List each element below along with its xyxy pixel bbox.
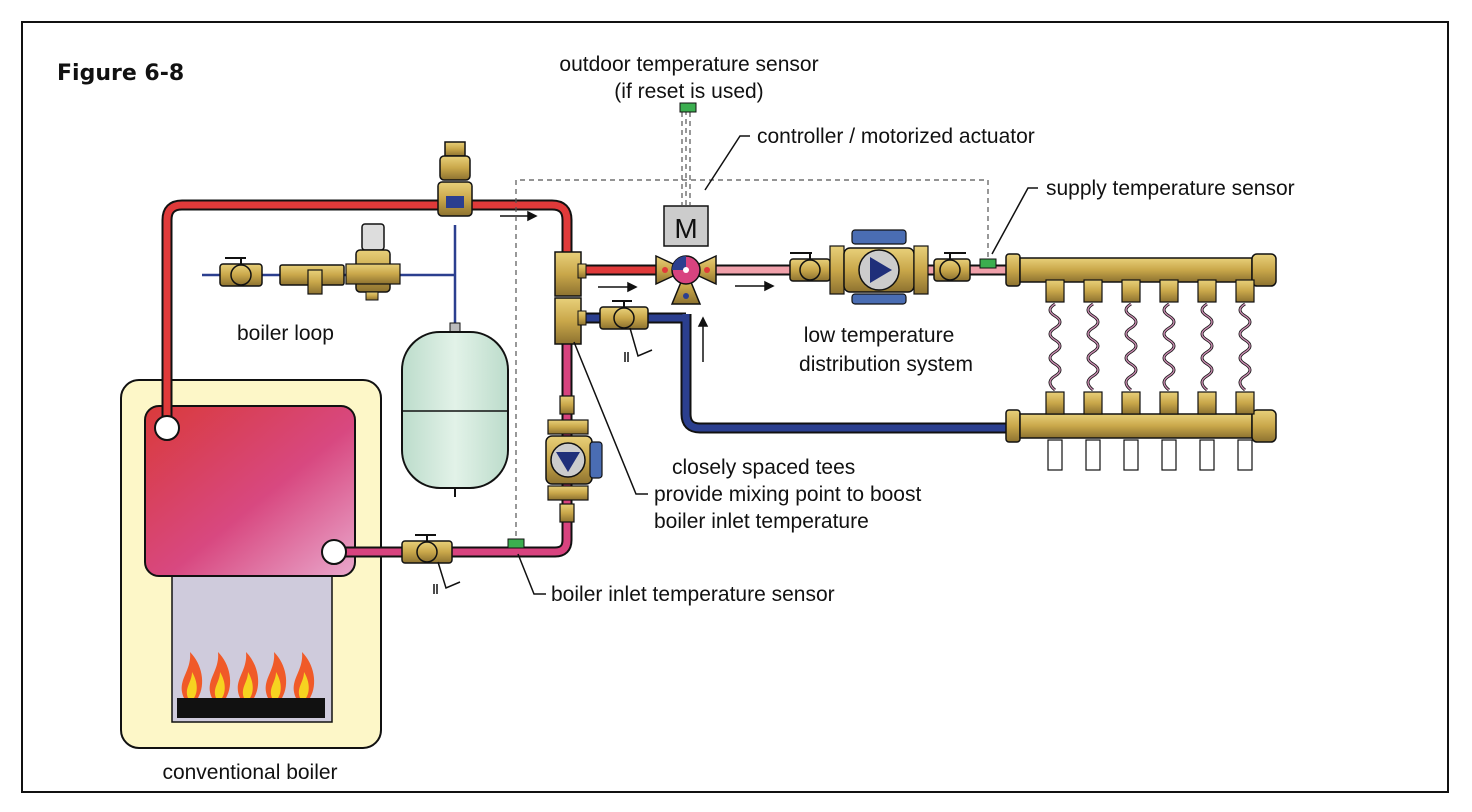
boiler-heat-exchanger bbox=[144, 405, 356, 577]
burner-bar bbox=[177, 698, 325, 718]
supply-temperature-sensor bbox=[979, 258, 997, 269]
backflow-preventer bbox=[279, 264, 345, 295]
burner-flames bbox=[181, 652, 315, 698]
control-wiring bbox=[515, 110, 989, 545]
tees-label-line1: closely spaced tees bbox=[672, 456, 855, 479]
tees-label-line3: boiler inlet temperature bbox=[654, 510, 869, 533]
motorized-actuator bbox=[663, 205, 709, 247]
return-drain-valve bbox=[599, 300, 653, 362]
outdoor-temperature-sensor bbox=[679, 102, 697, 113]
boiler-label: conventional boiler bbox=[162, 761, 337, 784]
boiler-loop-label: boiler loop bbox=[237, 322, 334, 345]
tees-label-line2: provide mixing point to boost bbox=[654, 483, 921, 506]
mixing-valve: M bbox=[655, 205, 717, 305]
low-temp-label-line1: low temperature bbox=[804, 324, 955, 347]
boiler-supply-connection bbox=[154, 415, 180, 441]
supply-manifold bbox=[1005, 253, 1277, 303]
flow-arrows bbox=[500, 210, 775, 362]
leader-lines bbox=[517, 135, 1038, 595]
outdoor-sensor-label-line1: outdoor temperature sensor bbox=[559, 53, 818, 76]
floor-heating-loops-color bbox=[1049, 303, 1251, 391]
boiler-loop-circulator bbox=[545, 395, 603, 523]
distribution-valve-right bbox=[933, 252, 971, 282]
boiler-inlet-sensor-label: boiler inlet temperature sensor bbox=[551, 583, 835, 606]
distribution-valve-left bbox=[789, 252, 831, 282]
return-manifold bbox=[1005, 391, 1277, 471]
supply-sensor-label: supply temperature sensor bbox=[1046, 177, 1295, 200]
boiler-return-connection bbox=[321, 539, 347, 565]
boiler-return-valve bbox=[401, 534, 461, 594]
conventional-boiler: conventional boiler bbox=[120, 379, 382, 784]
pressure-reducing-valve bbox=[345, 223, 401, 301]
svg-text:M: M bbox=[674, 213, 697, 244]
controller-label: controller / motorized actuator bbox=[757, 125, 1035, 148]
low-temp-label-line2: distribution system bbox=[799, 353, 973, 376]
outdoor-sensor-label-line2: (if reset is used) bbox=[614, 80, 763, 103]
expansion-tank bbox=[401, 322, 509, 497]
closely-spaced-tees bbox=[554, 251, 587, 345]
figure-label: Figure 6-8 bbox=[57, 61, 184, 86]
feed-ball-valve bbox=[219, 257, 263, 287]
boiler-inlet-temperature-sensor bbox=[507, 538, 525, 549]
air-vent bbox=[437, 141, 473, 217]
distribution-circulator bbox=[829, 229, 929, 305]
